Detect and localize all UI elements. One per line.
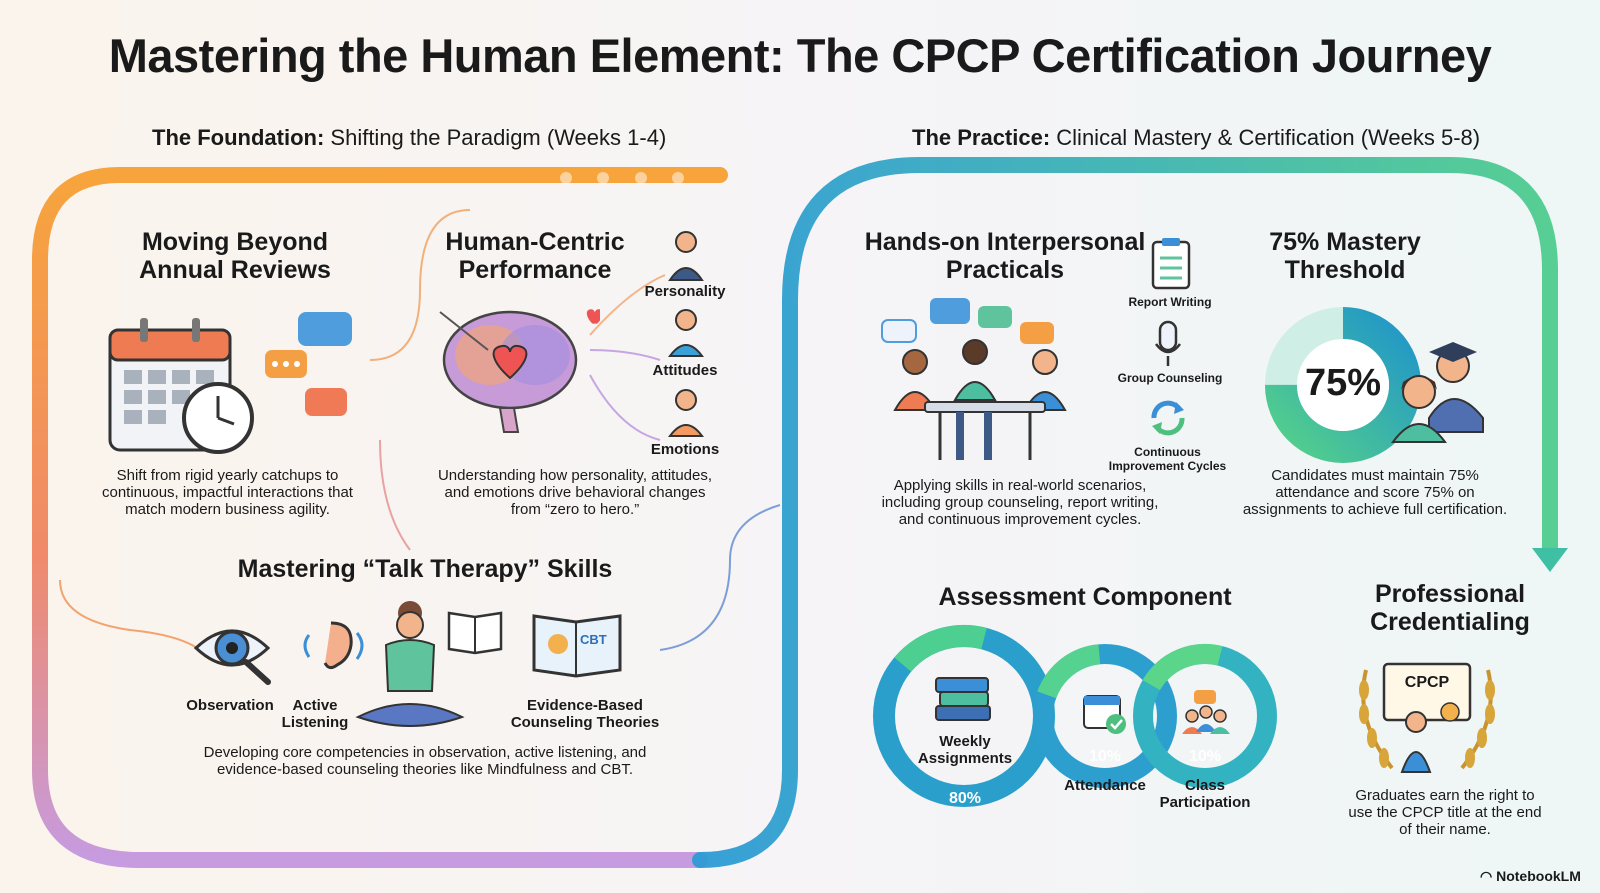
talk-therapy-title: Mastering “Talk Therapy” Skills xyxy=(237,555,613,583)
human-centric-title: Human-Centric Performance xyxy=(445,228,625,284)
calendar-check-icon xyxy=(1083,695,1126,734)
clipboard-icon xyxy=(1151,238,1191,290)
trait-emotions: Emotions xyxy=(650,441,720,458)
weekly-assignments-pct: 80% xyxy=(948,790,982,807)
microphone-icon xyxy=(1155,320,1181,366)
books-icon xyxy=(935,677,991,721)
trait-personality: Personality xyxy=(644,283,726,300)
foundation-track xyxy=(32,167,728,868)
skill-observation: Observation xyxy=(186,697,274,714)
weekly-assignments-label: Weekly Assignments xyxy=(917,733,1013,767)
attendance-label: Attendance xyxy=(1064,777,1146,794)
assessment-title: Assessment Component xyxy=(938,583,1232,611)
certificate-laurel-icon xyxy=(1359,662,1495,773)
graduates-icon xyxy=(1391,342,1484,443)
certificate-label: CPCP xyxy=(1404,674,1450,691)
foundation-label: The Foundation: Shifting the Paradigm (W… xyxy=(152,125,667,150)
person-icons xyxy=(668,231,704,437)
participation-icon xyxy=(1182,690,1230,734)
skill-active-listening: Active Listening xyxy=(281,697,349,731)
track-arrow xyxy=(1532,548,1568,572)
talk-therapy-desc: Developing core competencies in observat… xyxy=(203,744,647,778)
cbt-book-icon xyxy=(532,614,622,678)
credentialing-title: Professional Credentialing xyxy=(1370,580,1530,636)
mastery-title: 75% Mastery Threshold xyxy=(1269,228,1421,284)
cycle-arrows-icon xyxy=(1151,400,1185,436)
cbt-book-label: CBT xyxy=(580,632,607,647)
item-continuous-improvement: Continuous Improvement Cycles xyxy=(1108,445,1227,473)
brand-mark: ◠ NotebookLM xyxy=(1480,868,1581,884)
page-title: Mastering the Human Element: The CPCP Ce… xyxy=(108,29,1492,82)
group-session-icon xyxy=(881,298,1067,460)
credentialing-desc: Graduates earn the right to use the CPCP… xyxy=(1348,787,1542,838)
practicals-desc: Applying skills in real-world scenarios,… xyxy=(881,477,1159,528)
participation-label: Class Participation xyxy=(1159,777,1251,811)
ring-attendance xyxy=(1033,644,1177,788)
attendance-pct: 10% xyxy=(1088,748,1122,765)
meditation-icon xyxy=(355,601,465,727)
calendar-clock-icon xyxy=(108,312,352,454)
item-group-counseling: Group Counseling xyxy=(1117,371,1223,385)
notebooklm-logo-icon: ◠ xyxy=(1480,868,1497,884)
ear-icon xyxy=(303,621,364,670)
mastery-desc: Candidates must maintain 75% attendance … xyxy=(1242,467,1508,518)
beyond-reviews-title: Moving Beyond Annual Reviews xyxy=(139,228,331,284)
item-report-writing: Report Writing xyxy=(1128,295,1212,309)
mastery-value: 75% xyxy=(1304,362,1382,404)
brain-heart-icon xyxy=(439,309,600,433)
trait-attitudes: Attitudes xyxy=(652,362,718,379)
human-centric-desc: Understanding how personality, attitudes… xyxy=(437,467,713,518)
skill-evidence-based: Evidence-Based Counseling Theories xyxy=(510,697,660,731)
eye-magnifier-icon xyxy=(193,629,271,685)
practicals-title: Hands-on Interpersonal Practicals xyxy=(864,228,1146,284)
participation-pct: 10% xyxy=(1188,748,1222,765)
practice-label: The Practice: Clinical Mastery & Certifi… xyxy=(912,125,1481,150)
beyond-reviews-desc: Shift from rigid yearly catchups to cont… xyxy=(102,467,353,518)
open-book-icon xyxy=(447,611,503,655)
transition-track xyxy=(692,157,1558,868)
